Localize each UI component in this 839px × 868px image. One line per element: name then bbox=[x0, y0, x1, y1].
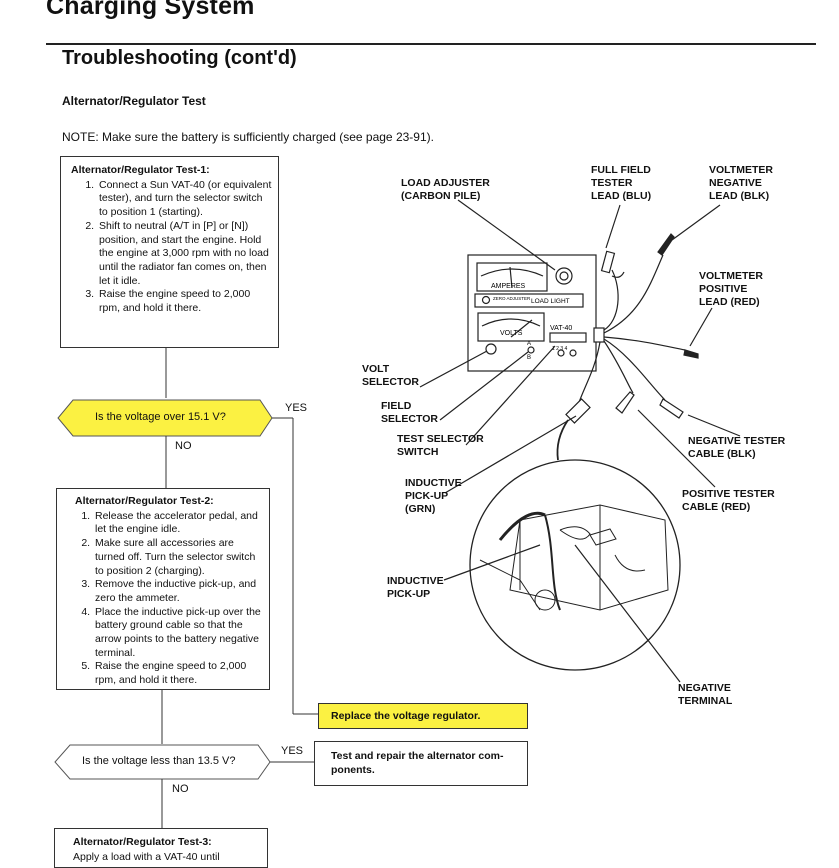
decision1-text: Is the voltage over 15.1 V? bbox=[95, 411, 226, 423]
test1-step: Connect a Sun VAT-40 (or equivalent test… bbox=[97, 179, 272, 220]
test2-steps: Release the accelerator pedal, and let t… bbox=[75, 510, 265, 688]
voltmeter-positive-clip bbox=[683, 349, 699, 359]
note: NOTE: Make sure the battery is sufficien… bbox=[62, 130, 434, 144]
voltmeter-needle bbox=[510, 319, 533, 338]
load-adjuster-knob bbox=[555, 267, 573, 285]
voltmeter-negative-lead bbox=[603, 254, 664, 334]
panel-load-light: LOAD LIGHT bbox=[531, 298, 570, 305]
inductive-pickup-cable bbox=[577, 341, 601, 406]
label-voltmeter-positive: VOLTMETER POSITIVE LEAD (RED) bbox=[699, 270, 763, 308]
label-negative-terminal: NEGATIVE TERMINAL bbox=[678, 682, 733, 707]
label-test-selector: TEST SELECTOR SWITCH bbox=[397, 433, 484, 458]
replace-regulator-box: Replace the voltage regulator. bbox=[318, 703, 528, 729]
test1-steps: Connect a Sun VAT-40 (or equivalent test… bbox=[71, 179, 272, 316]
panel-amperes: AMPERES bbox=[491, 283, 526, 290]
test1-step: Raise the engine speed to 2,000 rpm, and… bbox=[97, 288, 272, 315]
volt-selector-knob bbox=[485, 343, 497, 355]
panel-zero-adjuster: ZERO ADJUSTER bbox=[493, 296, 531, 301]
panel-field-b: B bbox=[527, 355, 531, 361]
zero-load-strip bbox=[474, 293, 584, 308]
decision1-no: NO bbox=[175, 440, 192, 452]
panel-positions: 1 2 3 4 bbox=[552, 346, 568, 352]
battery-detail-circle bbox=[469, 459, 681, 671]
leader-positive-cable bbox=[637, 409, 716, 488]
leader-field-selector bbox=[439, 351, 529, 421]
negative-clamp bbox=[659, 398, 684, 419]
label-negative-tester-cable: NEGATIVE TESTER CABLE (BLK) bbox=[688, 435, 786, 460]
test2-step: Make sure all accessories are turned off… bbox=[93, 537, 265, 578]
negative-cable bbox=[603, 338, 666, 401]
leader-voltmeter-negative bbox=[671, 204, 721, 241]
test3-title: Alternator/Regulator Test-3: bbox=[73, 836, 212, 848]
full-field-lead bbox=[603, 269, 619, 331]
label-voltmeter-negative: VOLTMETER NEGATIVE LEAD (BLK) bbox=[709, 164, 773, 202]
panel-field-a: A bbox=[527, 341, 531, 347]
leader-negative-cable bbox=[687, 414, 741, 437]
zoom-indicator bbox=[556, 419, 569, 461]
replace-regulator-text: Replace the voltage regulator. bbox=[331, 710, 481, 722]
full-field-clip bbox=[600, 250, 616, 274]
chapter-title: Charging System bbox=[46, 0, 255, 20]
test1-title: Alternator/Regulator Test-1: bbox=[71, 164, 210, 176]
label-inductive-pickup: INDUCTIVE PICK-UP bbox=[387, 575, 444, 600]
test2-box: Alternator/Regulator Test-2: Release the… bbox=[56, 488, 270, 690]
decision2-no: NO bbox=[172, 783, 189, 795]
test1-box: Alternator/Regulator Test-1: Connect a S… bbox=[60, 156, 279, 348]
field-selector-knob bbox=[527, 346, 535, 354]
ammeter-window bbox=[476, 262, 548, 292]
voltmeter-negative-clip bbox=[657, 233, 675, 256]
ammeter-needle bbox=[509, 266, 513, 289]
test2-step: Raise the engine speed to 2,000 rpm, and… bbox=[93, 660, 265, 687]
leader-negative-terminal bbox=[574, 544, 681, 683]
decision2-text: Is the voltage less than 13.5 V? bbox=[82, 755, 236, 767]
test3-box: Alternator/Regulator Test-3: Apply a loa… bbox=[54, 828, 268, 868]
test1-step: Shift to neutral (A/T in [P] or [N]) pos… bbox=[97, 220, 272, 289]
zero-adjuster-knob bbox=[481, 295, 491, 305]
leader-test-selector bbox=[465, 345, 556, 446]
battery-detail bbox=[479, 504, 669, 611]
positive-clamp bbox=[615, 391, 635, 414]
sub-title: Alternator/Regulator Test bbox=[62, 94, 206, 108]
tester-diagram: AMPERES ZERO ADJUSTER LOAD LIGHT VOLTS V… bbox=[419, 199, 741, 683]
leader-volt-selector bbox=[419, 350, 488, 388]
panel-volts: VOLTS bbox=[500, 330, 523, 337]
test2-step: Release the accelerator pedal, and let t… bbox=[93, 510, 265, 537]
cable-clamp bbox=[593, 327, 605, 343]
test-selector-switch bbox=[549, 332, 587, 343]
leader-inductive-pickup bbox=[443, 544, 541, 581]
section-title: Troubleshooting (cont'd) bbox=[62, 47, 297, 69]
test3-first-line: Apply a load with a VAT-40 until bbox=[73, 850, 220, 863]
panel-model: VAT-40 bbox=[550, 325, 572, 332]
decision1-yes: YES bbox=[285, 402, 308, 414]
label-load-adjuster: LOAD ADJUSTER (CARBON PILE) bbox=[401, 177, 490, 202]
leader-pickup-grn bbox=[444, 415, 577, 494]
label-volt-selector: VOLT SELECTOR bbox=[362, 363, 419, 388]
voltmeter-scale bbox=[481, 318, 541, 327]
ammeter-scale bbox=[480, 268, 544, 277]
positive-cable bbox=[603, 340, 634, 394]
title-rule bbox=[46, 43, 816, 45]
leader-load-adjuster bbox=[457, 199, 556, 271]
leader-voltmeter-positive bbox=[689, 307, 713, 347]
decision2-yes: YES bbox=[281, 745, 304, 757]
test2-step: Place the inductive pick-up over the bat… bbox=[93, 606, 265, 661]
label-inductive-pickup-grn: INDUCTIVE PICK-UP (GRN) bbox=[405, 477, 462, 515]
leader-full-field bbox=[605, 204, 621, 249]
label-positive-tester-cable: POSITIVE TESTER CABLE (RED) bbox=[682, 488, 775, 513]
voltmeter-positive-lead bbox=[603, 336, 686, 351]
label-field-selector: FIELD SELECTOR bbox=[381, 400, 438, 425]
voltmeter-window bbox=[477, 312, 545, 342]
repair-alternator-box: Test and repair the alternator com- pone… bbox=[314, 741, 528, 786]
label-full-field: FULL FIELD TESTER LEAD (BLU) bbox=[591, 164, 652, 202]
test2-title: Alternator/Regulator Test-2: bbox=[75, 495, 214, 507]
test2-step: Remove the inductive pick-up, and zero t… bbox=[93, 578, 265, 605]
